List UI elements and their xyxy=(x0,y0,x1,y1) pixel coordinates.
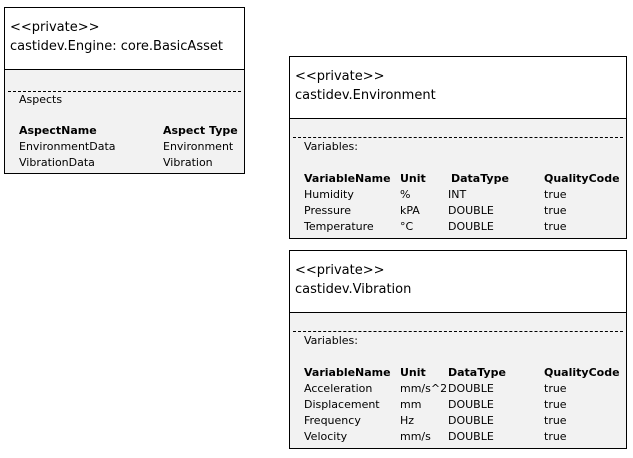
vibration-stereotype: <<private>> xyxy=(295,263,385,278)
vibration-class-body: Variables: VariableName Unit DataType Qu… xyxy=(290,313,626,448)
table-cell: VibrationData xyxy=(19,156,95,169)
table-cell: INT xyxy=(448,188,467,201)
table-cell: EnvironmentData xyxy=(19,140,116,153)
table-cell: DOUBLE xyxy=(448,204,494,217)
table-cell: Pressure xyxy=(304,204,351,217)
environment-divider xyxy=(293,137,623,138)
column-header: Unit xyxy=(400,366,426,379)
table-cell: true xyxy=(544,430,567,443)
column-header: VariableName xyxy=(304,366,391,379)
table-cell: true xyxy=(544,414,567,427)
engine-class-name: castidev.Engine: core.BasicAsset xyxy=(10,39,223,54)
table-cell: Acceleration xyxy=(304,382,373,395)
table-cell: kPA xyxy=(400,204,420,217)
environment-class-header: <<private>> castidev.Environment xyxy=(290,57,626,119)
table-row: Velocity mm/s DOUBLE true xyxy=(304,429,624,445)
table-row: Frequency Hz DOUBLE true xyxy=(304,413,624,429)
vibration-class-box: <<private>> castidev.Vibration Variables… xyxy=(289,250,627,449)
vibration-variables-table: VariableName Unit DataType QualityCode A… xyxy=(304,365,624,445)
column-header: Aspect Type xyxy=(163,124,238,137)
vibration-class-header: <<private>> castidev.Vibration xyxy=(290,251,626,313)
environment-stereotype: <<private>> xyxy=(295,69,385,84)
vibration-section-label: Variables: xyxy=(304,334,358,347)
column-header: QualityCode xyxy=(544,366,620,379)
table-header-row: AspectName Aspect Type xyxy=(19,123,241,139)
column-header: VariableName xyxy=(304,172,391,185)
table-cell: true xyxy=(544,382,567,395)
environment-section-label: Variables: xyxy=(304,140,358,153)
table-cell: Environment xyxy=(163,140,234,153)
engine-stereotype: <<private>> xyxy=(10,20,100,35)
table-cell: DOUBLE xyxy=(448,430,494,443)
table-row: Displacement mm DOUBLE true xyxy=(304,397,624,413)
table-row: Humidity % INT true xyxy=(304,187,624,203)
environment-class-body: Variables: VariableName Unit DataType Qu… xyxy=(290,119,626,238)
table-cell: true xyxy=(544,204,567,217)
table-cell: DOUBLE xyxy=(448,382,494,395)
table-cell: Displacement xyxy=(304,398,380,411)
table-header-row: VariableName Unit DataType QualityCode xyxy=(304,171,624,187)
column-header: QualityCode xyxy=(544,172,620,185)
table-cell: true xyxy=(544,398,567,411)
table-cell: true xyxy=(544,188,567,201)
table-cell: mm xyxy=(400,398,422,411)
table-cell: true xyxy=(544,220,567,233)
environment-class-name: castidev.Environment xyxy=(295,88,436,103)
engine-class-body: Aspects AspectName Aspect Type Environme… xyxy=(5,70,244,173)
table-row: Pressure kPA DOUBLE true xyxy=(304,203,624,219)
table-cell: mm/s^2 xyxy=(400,382,448,395)
engine-section-label: Aspects xyxy=(19,93,63,106)
table-cell: Vibration xyxy=(163,156,213,169)
table-row: VibrationData Vibration xyxy=(19,155,241,171)
table-cell: °C xyxy=(400,220,414,233)
vibration-divider xyxy=(293,331,623,332)
engine-aspects-table: AspectName Aspect Type EnvironmentData E… xyxy=(19,123,241,171)
table-cell: Temperature xyxy=(304,220,374,233)
engine-class-header: <<private>> castidev.Engine: core.BasicA… xyxy=(5,8,244,70)
table-row: Temperature °C DOUBLE true xyxy=(304,219,624,235)
table-row: EnvironmentData Environment xyxy=(19,139,241,155)
column-header: AspectName xyxy=(19,124,97,137)
table-cell: Humidity xyxy=(304,188,354,201)
table-cell: % xyxy=(400,188,411,201)
engine-divider xyxy=(8,91,241,92)
table-cell: DOUBLE xyxy=(448,220,494,233)
column-header: DataType xyxy=(451,172,509,185)
environment-variables-table: VariableName Unit DataType QualityCode H… xyxy=(304,171,624,235)
table-cell: Frequency xyxy=(304,414,361,427)
engine-class-box: <<private>> castidev.Engine: core.BasicA… xyxy=(4,7,245,174)
table-cell: DOUBLE xyxy=(448,414,494,427)
table-cell: mm/s xyxy=(400,430,431,443)
table-cell: Hz xyxy=(400,414,415,427)
environment-class-box: <<private>> castidev.Environment Variabl… xyxy=(289,56,627,239)
table-cell: DOUBLE xyxy=(448,398,494,411)
table-row: Acceleration mm/s^2 DOUBLE true xyxy=(304,381,624,397)
table-header-row: VariableName Unit DataType QualityCode xyxy=(304,365,624,381)
table-cell: Velocity xyxy=(304,430,348,443)
vibration-class-name: castidev.Vibration xyxy=(295,282,412,297)
column-header: Unit xyxy=(400,172,426,185)
column-header: DataType xyxy=(448,366,506,379)
